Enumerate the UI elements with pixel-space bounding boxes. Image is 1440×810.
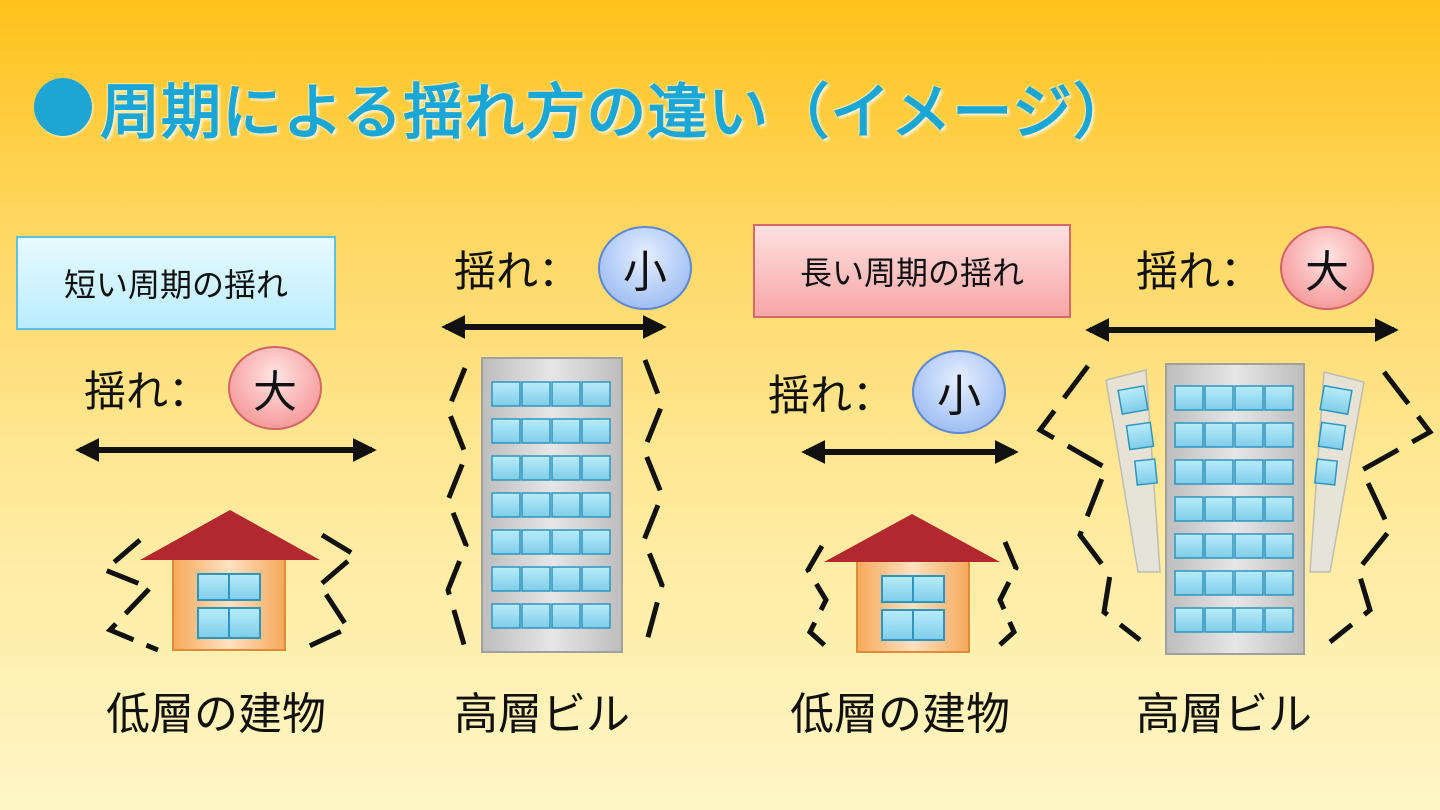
- building-window: [1264, 533, 1294, 559]
- building-window: [1174, 570, 1204, 596]
- slide-title: 周期による揺れ方の違い（イメージ）: [34, 62, 1134, 152]
- right-high-caption: 高層ビル: [1136, 689, 1312, 740]
- building-window: [1204, 533, 1234, 559]
- left-high-caption: 高層ビル: [454, 689, 630, 740]
- sway-label: 揺れ：: [768, 370, 895, 420]
- building-window: [581, 566, 611, 592]
- building-window: [521, 455, 551, 481]
- building-window: [551, 603, 581, 629]
- building-window: [1204, 607, 1234, 633]
- sway-large-badge: 大: [1280, 226, 1375, 310]
- high-building-left: [445, 357, 665, 653]
- right-low-caption: 低層の建物: [790, 689, 1010, 740]
- building-window: [581, 603, 611, 629]
- building-window: [551, 492, 581, 518]
- sway-label: 揺れ：: [84, 366, 211, 416]
- building-window: [1174, 385, 1204, 411]
- building-window: [1174, 533, 1204, 559]
- building-window: [1204, 385, 1234, 411]
- building-window: [1234, 533, 1264, 559]
- building-window: [1204, 570, 1234, 596]
- right-low-sway: 揺れ： 小: [768, 350, 1007, 434]
- sway-label: 揺れ：: [1136, 246, 1263, 296]
- sway-small-badge: 小: [598, 226, 693, 310]
- low-house-left: [100, 510, 360, 653]
- sway-large-badge: 大: [228, 346, 323, 430]
- right-high-sway: 揺れ： 大: [1136, 226, 1375, 310]
- building-window: [521, 492, 551, 518]
- building-window: [491, 418, 521, 444]
- building-window: [521, 529, 551, 555]
- title-text: 周期による揺れ方の違い（イメージ）: [100, 77, 1134, 148]
- building-window: [581, 418, 611, 444]
- building-window: [1264, 385, 1294, 411]
- building-window: [1234, 607, 1264, 633]
- building-window: [1174, 607, 1204, 633]
- building-window: [1234, 570, 1264, 596]
- building-window: [521, 418, 551, 444]
- building-window: [1174, 459, 1204, 485]
- building-window: [581, 492, 611, 518]
- building-window: [1204, 459, 1234, 485]
- building-window: [551, 455, 581, 481]
- building-window: [491, 566, 521, 592]
- building-window: [521, 381, 551, 407]
- building-window: [521, 566, 551, 592]
- building-window: [1264, 570, 1294, 596]
- left-low-sway: 揺れ： 大: [84, 346, 323, 430]
- building-window: [491, 455, 521, 481]
- building-window: [1264, 459, 1294, 485]
- building-window: [1204, 496, 1234, 522]
- building-window: [551, 418, 581, 444]
- low-house-right: [805, 514, 1019, 654]
- sway-label: 揺れ：: [454, 246, 581, 296]
- building-window: [491, 381, 521, 407]
- long-period-label: 長い周期の揺れ: [753, 224, 1071, 318]
- building-window: [551, 566, 581, 592]
- building-window: [491, 603, 521, 629]
- building-window: [1234, 496, 1264, 522]
- building-window: [1234, 385, 1264, 411]
- building-window: [1174, 422, 1204, 448]
- sway-small-badge: 小: [912, 350, 1007, 434]
- building-window: [1234, 422, 1264, 448]
- building-window: [491, 492, 521, 518]
- building-window: [1264, 422, 1294, 448]
- building-window: [1264, 607, 1294, 633]
- short-period-label: 短い周期の揺れ: [16, 236, 336, 330]
- left-low-caption: 低層の建物: [106, 689, 326, 740]
- building-window: [581, 381, 611, 407]
- bullet-circle-icon: [34, 78, 92, 136]
- building-window: [551, 381, 581, 407]
- building-window: [581, 529, 611, 555]
- building-window: [1264, 496, 1294, 522]
- building-window: [551, 529, 581, 555]
- high-building-right: [1036, 363, 1434, 655]
- left-high-sway: 揺れ： 小: [454, 226, 693, 310]
- building-window: [1204, 422, 1234, 448]
- building-window: [1234, 459, 1264, 485]
- building-window: [1174, 496, 1204, 522]
- building-window: [581, 455, 611, 481]
- building-window: [491, 529, 521, 555]
- building-window: [521, 603, 551, 629]
